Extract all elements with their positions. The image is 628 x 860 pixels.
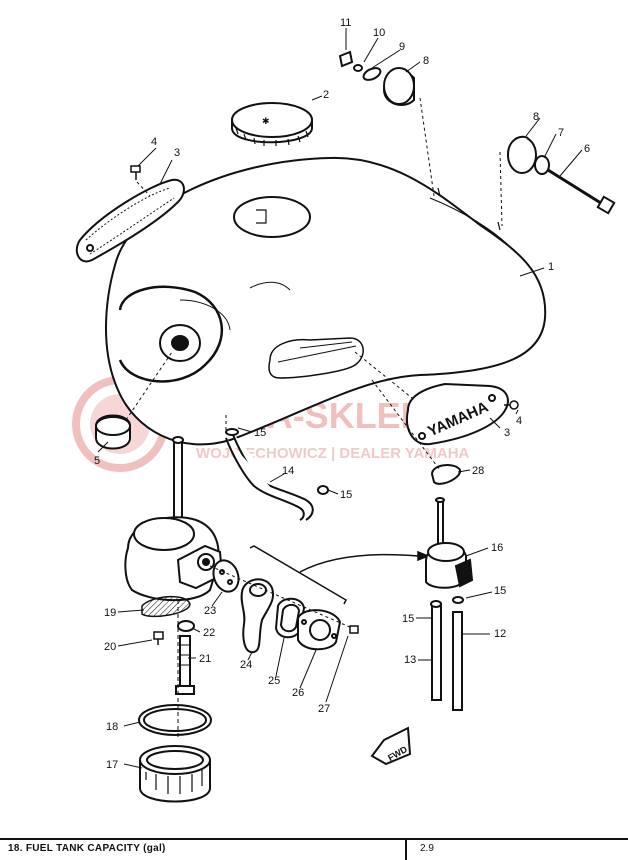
label-4-right: 4	[516, 415, 522, 427]
label-22: 22	[203, 627, 215, 639]
label-6: 6	[584, 143, 590, 155]
label-28: 28	[472, 465, 484, 477]
damper-rubber-5	[95, 414, 131, 450]
label-3-left: 3	[174, 147, 180, 159]
label-19: 19	[104, 607, 116, 619]
grommet-28	[430, 464, 462, 485]
leader-lines	[97, 28, 583, 769]
assembly-lines-emblem	[354, 351, 441, 471]
svg-text:✱: ✱	[262, 116, 270, 126]
label-15-d: 15	[402, 613, 414, 625]
bolt-assembly-right	[507, 135, 616, 215]
plate-26	[297, 609, 342, 651]
spec-footer: 18. FUEL TANK CAPACITY (gal) 2.9	[0, 838, 628, 860]
emblem-plate: YAMAHA	[406, 382, 509, 446]
screw-27	[349, 625, 359, 634]
label-25: 25	[268, 675, 280, 687]
fuel-cock-body	[124, 436, 224, 602]
knee-pad-left	[75, 178, 185, 263]
assembly-bracket	[249, 545, 431, 605]
label-5: 5	[94, 455, 100, 467]
label-16: 16	[491, 542, 503, 554]
fuel-tank	[105, 156, 547, 446]
fwd-arrow-icon: FWD	[370, 726, 412, 766]
strainer-19	[141, 595, 191, 618]
gasket-23	[212, 559, 240, 593]
label-23: 23	[204, 605, 216, 617]
label-9: 9	[399, 41, 405, 53]
footer-divider	[405, 840, 407, 860]
leader-2	[311, 95, 323, 101]
part-labels: 1 2 3 3 4 4 5 6 7 8 8 9 10 11 12 13 14 1…	[94, 17, 590, 771]
assembly-line-5	[125, 351, 173, 421]
label-10: 10	[373, 27, 385, 39]
screw-4-left	[130, 165, 141, 180]
label-21: 21	[199, 653, 211, 665]
label-20: 20	[104, 641, 116, 653]
label-15-a: 15	[254, 427, 266, 439]
screw-4-right	[504, 400, 519, 410]
label-12: 12	[494, 628, 506, 640]
label-11: 11	[340, 17, 351, 29]
fuel-cap: ✱	[231, 102, 313, 146]
label-1: 1	[548, 261, 554, 273]
label-3-right: 3	[504, 427, 510, 439]
diagram-svg: YAMA-SKLEP.PL WOJCIECHOWICZ | DEALER YAM…	[72, 17, 616, 803]
watermark-tagline: WOJCIECHOWICZ | DEALER YAMAHA	[196, 445, 470, 462]
fuel-capacity-value: 2.9	[420, 843, 434, 854]
fuel-capacity-label: 18. FUEL TANK CAPACITY (gal)	[8, 843, 166, 854]
label-17: 17	[106, 759, 118, 771]
fuel-pipe-14	[225, 428, 329, 521]
label-26: 26	[292, 687, 304, 699]
label-13: 13	[404, 654, 416, 666]
label-8-top: 8	[423, 55, 429, 67]
label-15-b: 15	[340, 489, 352, 501]
centerline-lever	[209, 565, 353, 629]
label-18: 18	[106, 721, 118, 733]
label-7: 7	[558, 127, 564, 139]
screw-20	[153, 631, 164, 645]
label-4-left: 4	[151, 136, 157, 148]
o-ring-18	[138, 704, 212, 736]
assembly-lines-top	[136, 97, 503, 227]
label-24: 24	[240, 659, 252, 671]
label-27: 27	[318, 703, 330, 715]
o-ring-22	[177, 620, 195, 632]
lever-24	[240, 578, 274, 654]
label-8-right: 8	[533, 111, 539, 123]
label-15-c: 15	[494, 585, 506, 597]
nut-17	[139, 745, 211, 803]
label-2: 2	[323, 89, 329, 101]
label-14: 14	[282, 465, 294, 477]
fuel-cock-assembled	[425, 497, 474, 711]
bolt-21	[175, 635, 195, 695]
rubber-mount-top	[338, 50, 415, 106]
